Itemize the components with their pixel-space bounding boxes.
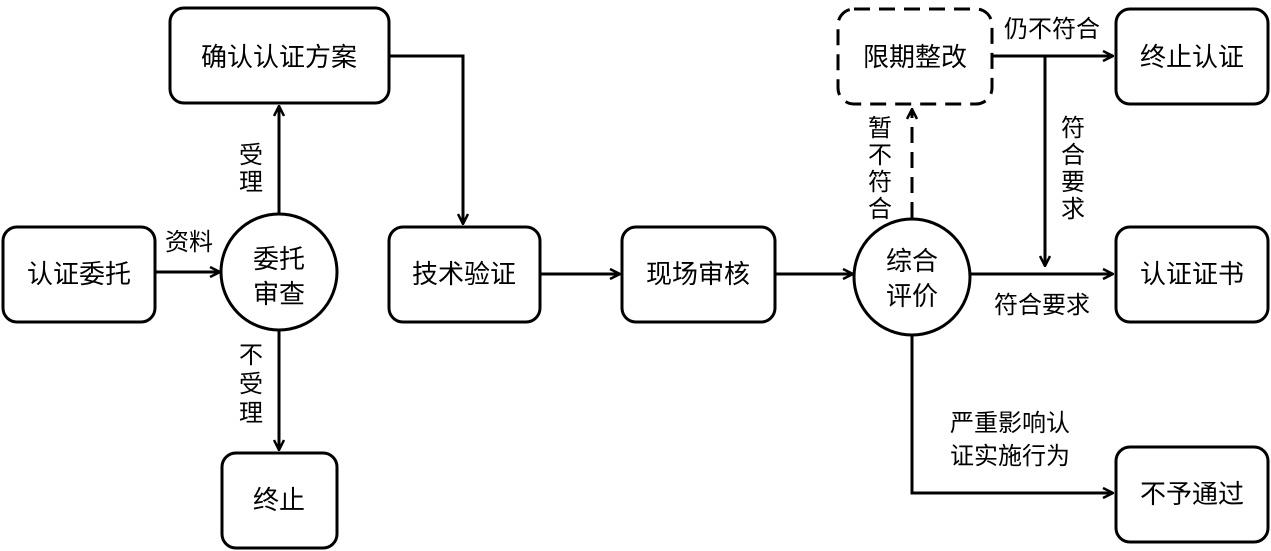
node-reject-label: 不予通过 [1140,480,1244,510]
node-certificate-label: 认证证书 [1140,260,1244,290]
node-entrust: 认证委托 [1,225,157,324]
node-rectify-label: 限期整改 [863,43,967,73]
edge-label-temp-noncompliant: 暂 不 符 合 [868,114,892,223]
edge-label-not-accept-char: 理 [239,399,263,427]
node-tech-verify-label: 技术验证 [412,260,516,290]
edge-label-accept-char: 理 [239,168,263,196]
node-evaluate: 综合 评价 [852,217,972,337]
node-review: 委托 审查 [219,212,339,332]
node-certificate: 认证证书 [1114,225,1270,324]
node-tech-verify: 技术验证 [387,225,542,324]
node-stop-cert: 终止认证 [1114,7,1270,106]
edge-label-accept-char: 受 [239,141,263,169]
edge-label-materials: 资料 [165,228,213,256]
node-rectify: 限期整改 [836,7,994,106]
edge-label-not-accept-char: 受 [239,370,263,398]
node-entrust-label: 认证委托 [27,260,131,290]
edge-label-still-noncompliant: 仍不符合 [1004,15,1100,43]
node-terminate: 终止 [220,451,339,550]
node-evaluate-label-1: 综合 [886,247,938,277]
edge-label-not-accept: 不 受 理 [239,341,263,427]
edge-label-compliant-vertical-char: 符 [1061,114,1085,142]
node-terminate-label: 终止 [253,486,305,516]
edge-label-temp-noncompliant-char: 符 [868,168,892,196]
edge-label-serious-line-1: 严重影响认 [950,409,1070,437]
node-review-label-2: 审查 [253,280,305,310]
edge-label-compliant-vertical-char: 要 [1061,168,1085,196]
node-review-label-1: 委托 [253,245,305,275]
edge-label-temp-noncompliant-char: 不 [868,141,892,169]
edges [155,56,1113,493]
node-stop-cert-label: 终止认证 [1140,43,1244,73]
edge-label-serious-line-2: 证实施行为 [950,442,1070,470]
edge-label-compliant-vertical: 符 合 要 求 [1061,114,1085,223]
node-confirm-plan: 确认认证方案 [168,6,391,105]
node-site-audit: 现场审核 [620,225,777,324]
edge-evaluate-to-reject [910,336,1113,493]
edge-label-accept: 受 理 [239,141,263,196]
edge-label-compliant: 符合要求 [994,291,1090,319]
edge-label-not-accept-char: 不 [239,341,263,369]
edge-label-temp-noncompliant-char: 暂 [868,114,892,142]
node-site-audit-label: 现场审核 [646,260,750,290]
edge-label-compliant-vertical-char: 合 [1061,141,1085,169]
edge-label-temp-noncompliant-char: 合 [868,195,892,223]
node-evaluate-label-2: 评价 [886,282,938,312]
node-reject: 不予通过 [1114,445,1270,544]
edge-label-compliant-vertical-char: 求 [1061,195,1085,223]
edge-confirm-to-tech [389,54,463,224]
node-confirm-plan-label: 确认认证方案 [201,43,357,73]
